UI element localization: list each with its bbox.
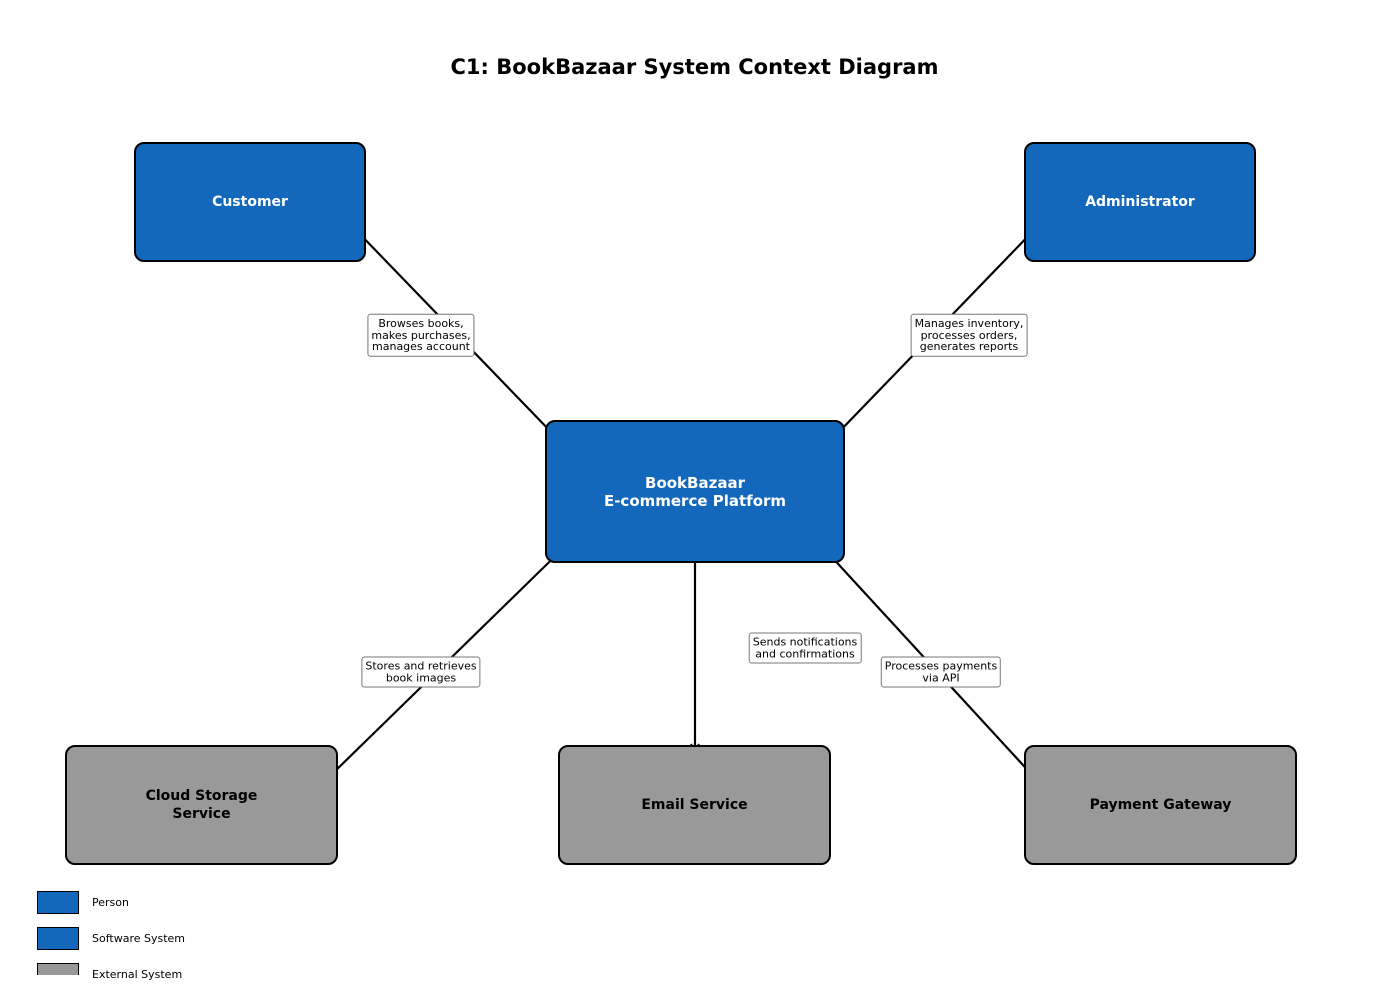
edge-label-email: Sends notifications and confirmations: [748, 632, 862, 664]
edge-label-administrator: Manages inventory, processes orders, gen…: [910, 313, 1028, 357]
node-platform: BookBazaar E-commerce Platform: [545, 420, 845, 563]
edge-platform-to-payment: [805, 528, 1034, 777]
edge-platform-to-cloud-storage: [329, 528, 584, 777]
node-payment-gateway-label: Payment Gateway: [1089, 797, 1232, 813]
node-administrator: Administrator: [1024, 142, 1256, 262]
legend-swatch-person: [37, 891, 79, 914]
node-payment-gateway: Payment Gateway: [1024, 745, 1297, 865]
node-email-service-label: Email Service: [641, 797, 748, 813]
legend-label-software-system: Software System: [92, 932, 186, 945]
legend-swatch-external-system: [37, 963, 79, 975]
legend-label-person: Person: [92, 896, 129, 909]
edge-label-payment: Processes payments via API: [880, 656, 1002, 688]
diagram-title: C1: BookBazaar System Context Diagram: [450, 55, 939, 79]
node-platform-label: BookBazaar E-commerce Platform: [603, 473, 787, 510]
legend-label-external-system: External System: [92, 968, 183, 981]
node-cloud-storage-label: Cloud Storage Service: [145, 788, 258, 822]
node-email-service: Email Service: [558, 745, 831, 865]
edge-label-cloud-storage: Stores and retrieves book images: [361, 656, 481, 688]
node-cloud-storage: Cloud Storage Service: [65, 745, 338, 865]
node-customer-label: Customer: [212, 194, 288, 210]
node-customer: Customer: [134, 142, 366, 262]
edge-label-customer: Browses books, makes purchases, manages …: [367, 313, 475, 357]
legend-swatch-software-system: [37, 927, 79, 950]
node-administrator-label: Administrator: [1085, 194, 1195, 210]
